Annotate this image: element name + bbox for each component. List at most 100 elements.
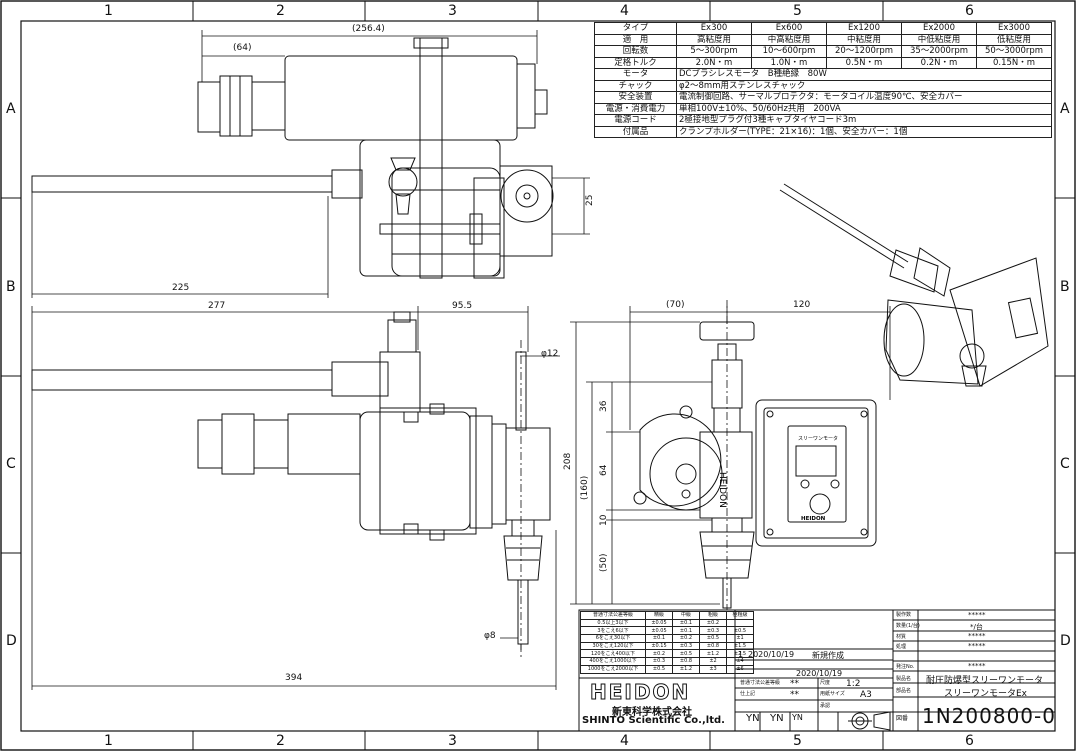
general-tol-label: 普通寸法公差等級 [740, 680, 781, 686]
surface-value: ** [790, 690, 799, 700]
spec-row-application: 適 用 高粘度用 中高粘度用 中粘度用 中低粘度用 低粘度用 [594, 33, 1052, 46]
tolerance-row: 6をこえ30以下±0.1±0.2±0.5±1 [580, 634, 754, 643]
tol-cell: ±0.05 [645, 626, 673, 636]
dim-phi12: φ12 [541, 349, 559, 359]
drawing-date: 2020/10/19 [796, 669, 843, 678]
spec-header-ex300: Ex300 [676, 22, 752, 35]
revision-text: 新規作成 [812, 651, 844, 660]
tol-cell: 3をこえ6以下 [580, 626, 646, 636]
dim-36: 36 [599, 400, 609, 412]
tol-header: 普通寸法公差等級 [580, 611, 646, 620]
spec-cell: 0.15N・m [976, 56, 1052, 69]
zone-row-a-left: A [6, 101, 16, 117]
revision-date: 2020/10/19 [748, 650, 795, 659]
spec-row-cord: 電源コード 2極接地型プラグ付3種キャブタイヤコード3m [594, 114, 1052, 127]
tol-header: 粗級 [699, 611, 727, 620]
tol-cell: ±0.1 [645, 634, 673, 643]
tol-cell: ±0.5 [672, 649, 700, 659]
field-label: 発注No. [896, 664, 915, 670]
part-label: 部品名 [896, 688, 912, 694]
drawing-no-label: 図番 [896, 715, 909, 722]
tol-cell: ±1 [726, 634, 754, 643]
tol-cell: 1000をこえ2000以下 [580, 664, 646, 674]
dim-50: (50) [599, 553, 609, 572]
tolerance-row: 30をこえ120以下±0.15±0.3±0.8±1.5 [580, 641, 754, 651]
zone-row-a-right: A [1060, 101, 1070, 117]
dim-394: 394 [285, 673, 303, 683]
spec-wide-cell: 電流制御回路、サーマルプロテクタ：モータコイル温度90℃、安全カバー [676, 91, 1052, 104]
spec-row-label: 定格トルク [594, 56, 677, 69]
tol-cell: ±0.2 [645, 649, 673, 659]
signature-3: YN [792, 713, 803, 722]
front-view [633, 321, 877, 609]
dimension-lines [31, 30, 891, 690]
zone-col-4-top: 4 [620, 3, 629, 19]
spec-table: タイプ Ex300 Ex600 Ex1200 Ex2000 Ex3000 適 用… [594, 22, 1052, 138]
spec-row-label: チャック [594, 79, 677, 92]
spec-header-ex2000: Ex2000 [901, 22, 977, 35]
part-name: スリーワンモータEx [944, 689, 1028, 699]
dim-120: 120 [793, 300, 811, 310]
dim-10: 10 [599, 514, 609, 526]
spec-header-label: タイプ [594, 22, 677, 35]
zone-row-c-left: C [6, 456, 16, 472]
tol-cell: ±0.3 [672, 641, 700, 651]
spec-row-safety: 安全装置 電流制御回路、サーマルプロテクタ：モータコイル温度90℃、安全カバー [594, 91, 1052, 104]
panel-label: スリーワンモータ [798, 435, 838, 442]
dim-225: 225 [172, 283, 190, 293]
tol-cell: ±6 [726, 664, 754, 674]
tol-cell: ±0.5 [645, 664, 673, 674]
spec-wide-cell: DCブラシレスモータ B種絶縁 80W [676, 68, 1052, 81]
spec-cell: 中粘度用 [826, 33, 902, 46]
tol-cell: ±0.5 [699, 634, 727, 643]
tol-header: 中級 [672, 611, 700, 620]
tol-cell: ±0.15 [645, 641, 673, 651]
top-view [31, 37, 554, 279]
field-value: ***** [968, 611, 986, 619]
tol-header: 極粗級 [726, 611, 754, 620]
spec-wide-cell: クランプホルダー(TYPE：21×16)：1個、安全カバー：1個 [676, 125, 1052, 138]
field-label: 製作数 [896, 612, 912, 618]
spec-row-label: モータ [594, 68, 677, 81]
spec-cell: 中高粘度用 [751, 33, 827, 46]
zone-col-2-bottom: 2 [276, 733, 285, 749]
tol-cell: ±0.2 [672, 634, 700, 643]
tol-cell: ±0.8 [672, 657, 700, 666]
tol-cell: 30をこえ120以下 [580, 641, 646, 651]
spec-row-label: 適 用 [594, 33, 677, 46]
surface-label: 仕上記 [740, 691, 756, 697]
spec-header-row: タイプ Ex300 Ex600 Ex1200 Ex2000 Ex3000 [594, 22, 1052, 35]
dim-208: 208 [563, 452, 573, 470]
tolerance-table: 普通寸法公差等級 精級 中級 粗級 極粗級 0.5以上3以下±0.05±0.1±… [580, 611, 754, 674]
dim-256-4: (256.4) [352, 24, 385, 34]
zone-row-d-left: D [6, 633, 17, 649]
tolerance-row: 400をこえ1000以下±0.3±0.8±2±4 [580, 657, 754, 666]
panel-brand: HEIDON [801, 516, 826, 522]
tol-cell: ±1.2 [672, 664, 700, 674]
dim-25: 25 [585, 194, 595, 206]
spec-row-power: 電源・消費電力 単相100V±10%、50/60Hz共用 200VA [594, 102, 1052, 115]
field-label: 材質 [896, 634, 907, 640]
dim-95-5: 95.5 [452, 301, 473, 311]
field-value: ***** [968, 632, 986, 640]
field-label: 処理 [896, 644, 907, 650]
zone-col-5-bottom: 5 [793, 733, 802, 749]
field-value: */台 [970, 623, 983, 631]
tol-cell: ±0.3 [699, 626, 727, 636]
spec-row-motor: モータ DCブラシレスモータ B種絶縁 80W [594, 68, 1052, 81]
tolerance-header-row: 普通寸法公差等級 精級 中級 粗級 極粗級 [580, 611, 754, 620]
zone-col-3-bottom: 3 [448, 733, 457, 749]
signature-2: YN [770, 713, 784, 724]
tolerance-row: 1000をこえ2000以下±0.5±1.2±3±6 [580, 664, 754, 674]
tol-cell [726, 618, 754, 628]
field-value: ***** [968, 642, 986, 650]
spec-cell: 20～1200rpm [826, 45, 902, 58]
zone-row-c-right: C [1060, 456, 1070, 472]
tol-cell: ±0.3 [645, 657, 673, 666]
tol-cell: ±0.1 [672, 626, 700, 636]
zone-col-4-bottom: 4 [620, 733, 629, 749]
spec-header-ex3000: Ex3000 [976, 22, 1052, 35]
zone-row-d-right: D [1060, 633, 1071, 649]
